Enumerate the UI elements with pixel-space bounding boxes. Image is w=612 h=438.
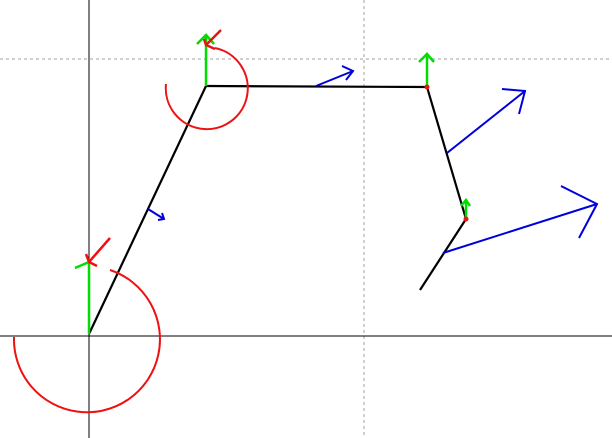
frame-axes-icon bbox=[460, 197, 472, 219]
moments-group bbox=[12, 47, 249, 414]
force-arrow-icon bbox=[446, 88, 527, 154]
force-arrow-icon bbox=[442, 185, 599, 254]
frames-group bbox=[74, 29, 472, 334]
moment-arc-icon bbox=[164, 47, 249, 131]
link-4 bbox=[419, 218, 467, 291]
forces-group bbox=[147, 65, 599, 254]
links-group bbox=[88, 84, 468, 335]
frame-axes-icon bbox=[418, 52, 435, 87]
frame-axes-icon bbox=[74, 237, 111, 334]
force-arrow-icon bbox=[315, 65, 355, 87]
joint-dot-icon bbox=[424, 84, 430, 90]
link-3 bbox=[425, 86, 468, 220]
moment-arc-icon bbox=[12, 269, 161, 414]
frame-axes-icon bbox=[196, 29, 222, 86]
force-arrow-icon bbox=[147, 208, 166, 221]
joints-group bbox=[424, 84, 469, 222]
joint-dot-icon bbox=[463, 216, 469, 222]
link-1 bbox=[88, 85, 207, 335]
